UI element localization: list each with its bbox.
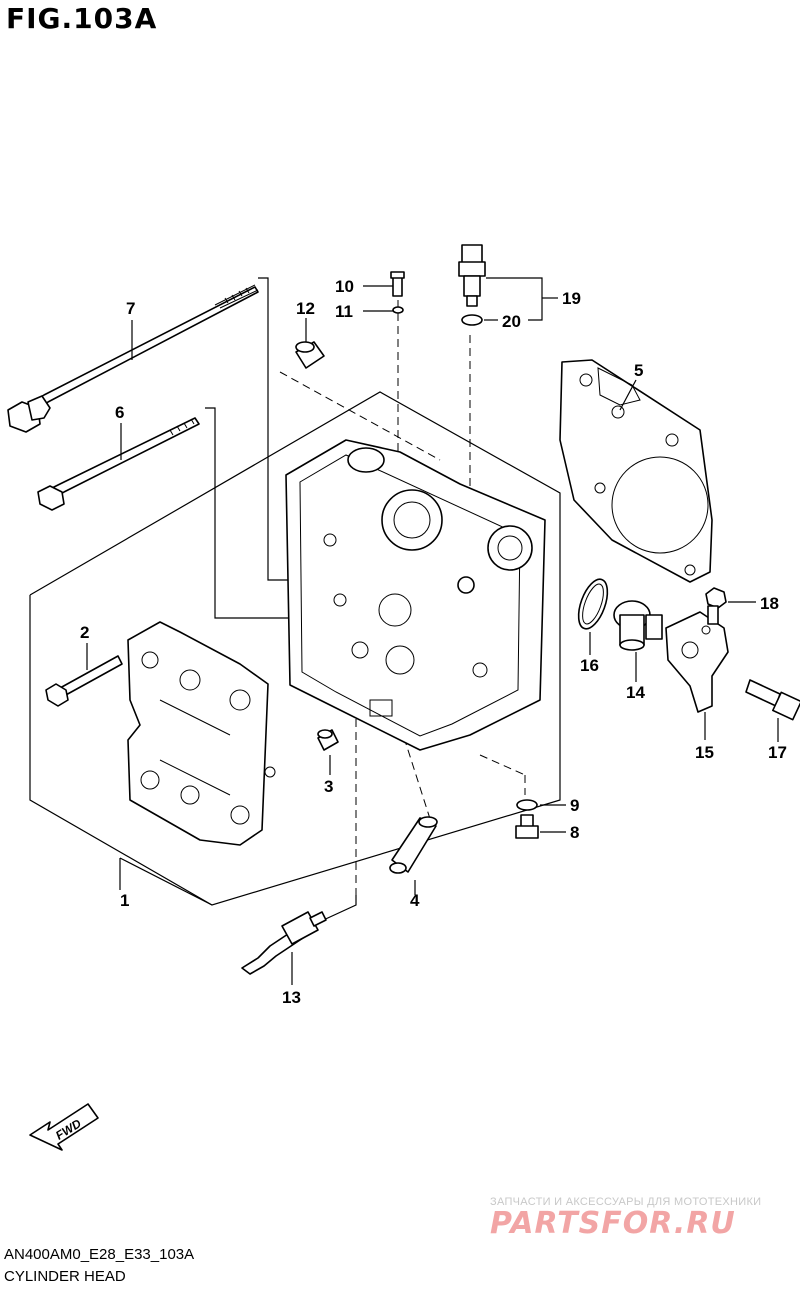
callout-12: 12 (296, 299, 315, 318)
washer-9 (516, 799, 538, 811)
bolt-8 (515, 814, 539, 839)
gasket-5 (559, 359, 713, 583)
bolt-7 (7, 284, 259, 433)
dowel-3 (317, 729, 339, 751)
diagram-code: AN400AM0_E28_E33_103A (4, 1246, 195, 1263)
fwd-arrow-icon: FWD (29, 1103, 99, 1151)
watermark-logo: PARTSFOR.RU (490, 1206, 736, 1241)
callout-13: 13 (282, 988, 301, 1007)
callout-11: 11 (335, 302, 353, 321)
bolt-17 (745, 679, 800, 721)
oring-20 (461, 314, 483, 326)
callout-1: 1 (120, 891, 129, 910)
callout-8: 8 (570, 823, 579, 842)
callout-9: 9 (570, 796, 579, 815)
callout-19: 19 (562, 289, 581, 308)
sleeve-4 (389, 816, 438, 874)
sensor-19 (458, 244, 486, 307)
callout-leaders (86, 277, 779, 985)
thermostat-14 (613, 600, 663, 651)
callout-7: 7 (126, 299, 135, 318)
bolt-2 (45, 655, 123, 707)
callout-6: 6 (115, 403, 124, 422)
camshaft-holder (127, 621, 276, 846)
dowel-12 (295, 341, 325, 369)
callout-16: 16 (580, 656, 599, 675)
callout-17: 17 (768, 743, 787, 762)
figure-title: FIG.103A (6, 2, 158, 35)
callout-10: 10 (335, 277, 354, 296)
bolt-10 (390, 271, 405, 297)
callout-5: 5 (634, 361, 643, 380)
thermostat-cover-15 (665, 611, 729, 713)
callout-15: 15 (695, 743, 714, 762)
bolt-6 (37, 417, 200, 511)
callout-4: 4 (410, 891, 420, 910)
diagram-name: CYLINDER HEAD (4, 1268, 126, 1285)
watermark-subtitle: ЗАПЧАСТИ И АКСЕССУАРЫ ДЛЯ МОТОТЕХНИКИ (490, 1196, 762, 1208)
callout-2: 2 (80, 623, 89, 642)
spark-plug-13 (241, 911, 327, 975)
callout-3: 3 (324, 777, 333, 796)
bolt-18 (705, 587, 727, 625)
callout-14: 14 (626, 683, 645, 702)
assembly-frame (29, 391, 561, 906)
callout-20: 20 (502, 312, 521, 331)
cylinder-head (285, 439, 546, 751)
callout-18: 18 (760, 594, 779, 613)
washer-11 (392, 306, 404, 314)
oring-16 (577, 578, 609, 630)
